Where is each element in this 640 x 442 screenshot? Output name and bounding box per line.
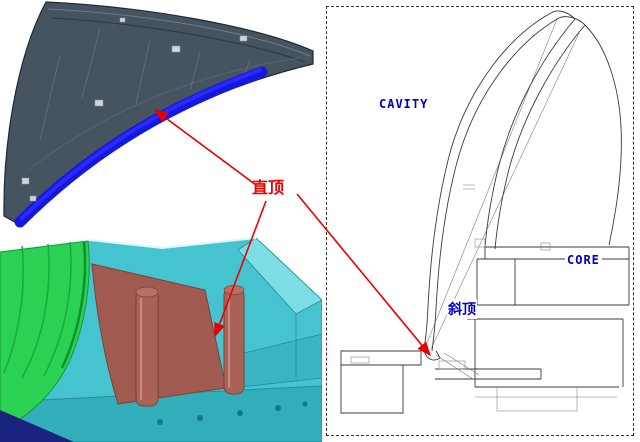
cavity-label: CAVITY (379, 97, 429, 111)
mold-navy-wedge (0, 410, 74, 442)
mold-green-surface (0, 240, 90, 431)
mold-model-svg (0, 237, 323, 442)
ejector-lines (435, 352, 542, 380)
leader-lines (426, 18, 580, 350)
section-drawing-svg (340, 10, 630, 414)
panel-holes (21, 17, 248, 202)
core-label: CORE (565, 253, 602, 267)
mold-base-band (0, 385, 323, 442)
core-block-lines (466, 238, 630, 412)
mold-core-model (0, 237, 323, 442)
panel-rib-lines (39, 27, 251, 141)
straight-ejector-label: 直顶 (252, 178, 285, 197)
panel-blue-ejector-edge (14, 66, 268, 228)
slider-block-lines (340, 350, 422, 414)
lifter-label: 斜顶 (447, 299, 477, 319)
section-view-panel: CAVITY CORE 斜顶 (326, 6, 634, 436)
